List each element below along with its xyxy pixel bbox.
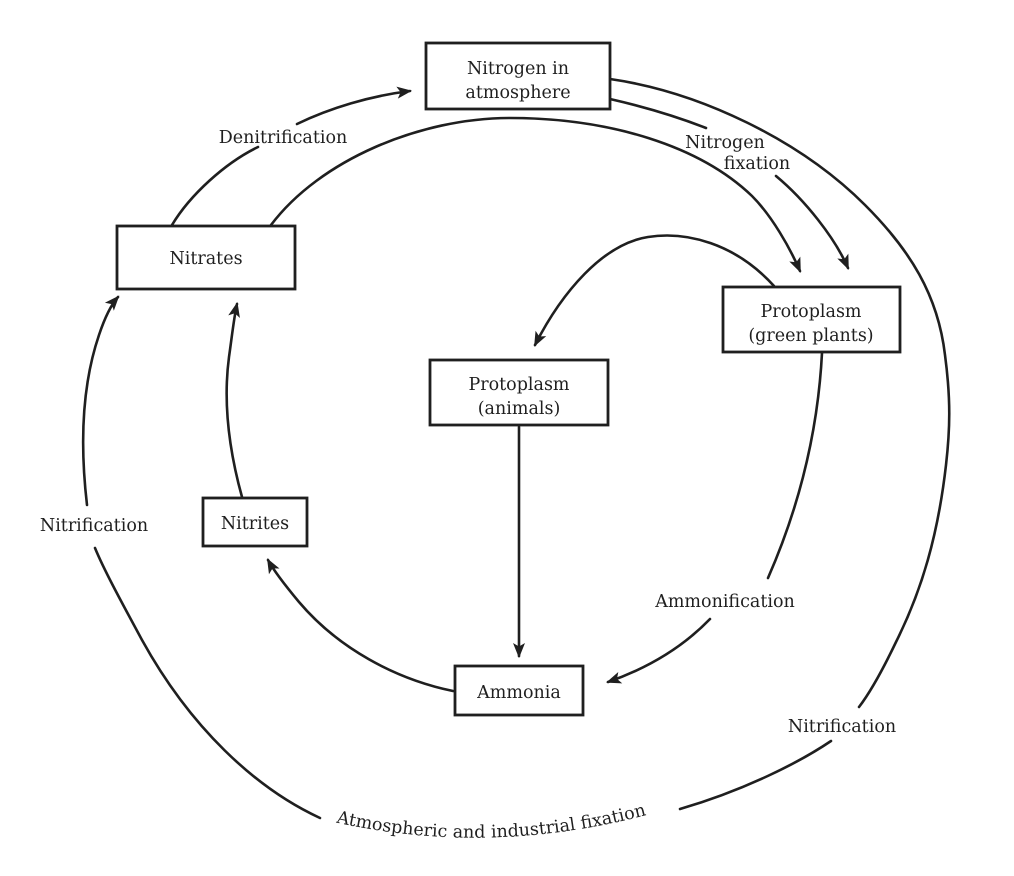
label-nitrogen-fixation-line1: Nitrogen bbox=[685, 133, 765, 153]
node-nitrogen-atmosphere-label-line2: atmosphere bbox=[465, 83, 570, 103]
node-nitrogen-atmosphere-label-line1: Nitrogen in bbox=[467, 59, 569, 79]
arrow-ammonia-to-nitrites bbox=[266, 558, 455, 693]
node-protoplasm-green-plants: Protoplasm (green plants) bbox=[721, 285, 902, 354]
arrow-nitrogen-fixation bbox=[608, 97, 850, 270]
label-denitrification: Denitrification bbox=[219, 128, 348, 148]
node-nitrates-label: Nitrates bbox=[169, 249, 242, 269]
label-nitrification-left: Nitrification bbox=[40, 516, 148, 536]
node-ammonia-label: Ammonia bbox=[476, 683, 561, 703]
node-nitrates: Nitrates bbox=[115, 224, 297, 291]
label-ammonification: Ammonification bbox=[654, 592, 795, 612]
node-protoplasm-animals-label-line1: Protoplasm bbox=[468, 375, 569, 395]
node-protoplasm-green-plants-label-line1: Protoplasm bbox=[760, 302, 861, 322]
node-nitrites-label: Nitrites bbox=[221, 514, 289, 534]
node-protoplasm-green-plants-label-line2: (green plants) bbox=[748, 326, 873, 346]
label-nitrification-right: Nitrification bbox=[788, 717, 896, 737]
node-protoplasm-animals: Protoplasm (animals) bbox=[428, 358, 610, 427]
arrow-atmospheric-industrial-fixation-ring bbox=[81, 77, 951, 820]
arrow-plants-to-animals bbox=[533, 234, 776, 347]
node-ammonia: Ammonia bbox=[453, 664, 585, 717]
arrow-nitrites-to-nitrates bbox=[225, 302, 244, 499]
arrow-ammonification bbox=[606, 351, 824, 684]
arrow-nitrates-to-plants bbox=[269, 116, 802, 273]
arrow-denitrification bbox=[170, 86, 412, 227]
node-protoplasm-animals-label-line2: (animals) bbox=[478, 399, 561, 419]
node-nitrites: Nitrites bbox=[201, 496, 309, 548]
label-atmospheric-industrial-fixation: Atmospheric and industrial fixation bbox=[334, 800, 648, 842]
node-nitrogen-atmosphere: Nitrogen in atmosphere bbox=[424, 41, 612, 111]
label-nitrogen-fixation-line2: fixation bbox=[724, 154, 790, 174]
